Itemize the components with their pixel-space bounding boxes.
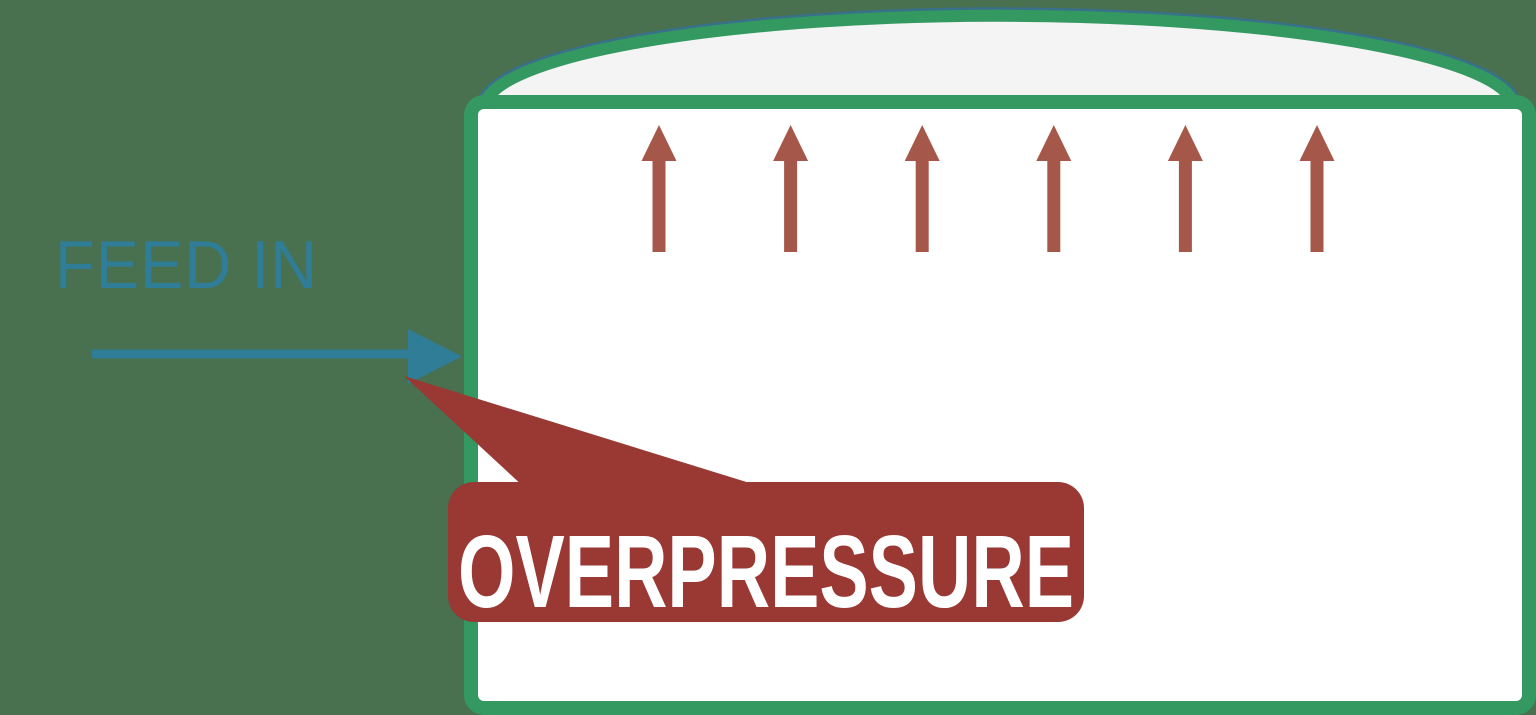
feed-arrow-icon: [92, 329, 462, 384]
overpressure-label: OVERPRESSURE: [458, 514, 1074, 629]
pressure-up-arrow-icon: [773, 125, 809, 252]
feed-in-label: FEED IN: [55, 227, 318, 303]
pressure-arrows: [641, 125, 1335, 252]
overpressure-callout-box: [448, 482, 1084, 622]
overpressure-callout-tail: [404, 376, 850, 514]
pressure-up-arrow-icon: [904, 125, 940, 252]
pressure-up-arrow-icon: [1299, 125, 1335, 252]
pressure-up-arrow-icon: [1036, 125, 1072, 252]
tank-dome: [481, 9, 1516, 105]
pressure-up-arrow-icon: [641, 125, 677, 252]
pressure-up-arrow-icon: [1167, 125, 1203, 252]
